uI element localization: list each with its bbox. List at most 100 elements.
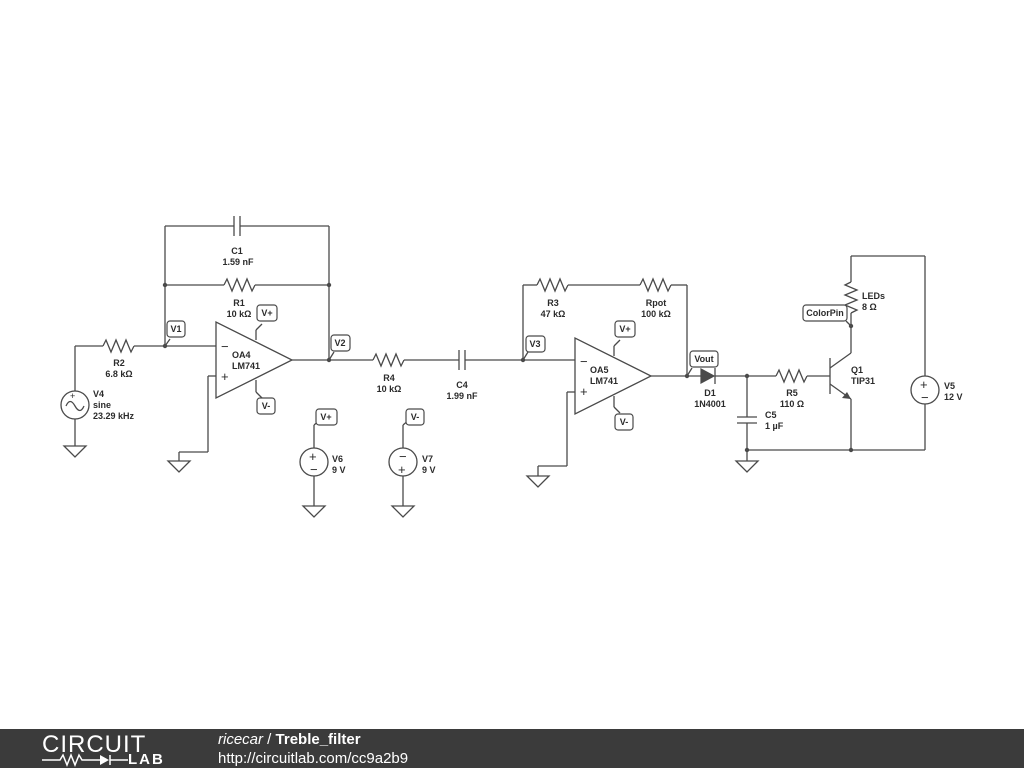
v7-value: 9 V — [422, 465, 436, 475]
net-tag-v-minus: V- — [256, 397, 276, 415]
svg-text:Vout: Vout — [694, 354, 713, 364]
net-tag-v-minus: V- — [411, 412, 420, 422]
v7-name: V7 — [422, 454, 433, 464]
v6-dc-source: V+ + − V6 9 V — [299, 408, 346, 506]
oa5-plus-sign: + — [580, 384, 588, 399]
r3-name: R3 — [547, 298, 559, 308]
svg-text:+: + — [70, 391, 75, 401]
leds-resistor: LEDs 8 Ω — [843, 256, 885, 338]
c5-capacitor: C5 1 µF — [737, 376, 784, 461]
leds-value: 8 Ω — [862, 302, 877, 312]
net-tag-v-plus: V+ — [256, 304, 278, 322]
c4-capacitor: C4 1.99 nF — [446, 350, 575, 401]
logo-resistor-diode-icon — [42, 753, 128, 767]
project-url[interactable]: http://circuitlab.com/cc9a2b9 — [218, 750, 409, 767]
r3-value: 47 kΩ — [541, 309, 566, 319]
svg-text:V3: V3 — [529, 339, 540, 349]
r3-resistor: R3 47 kΩ — [523, 277, 640, 319]
v4-type: sine — [93, 400, 111, 410]
ground-symbol — [734, 460, 760, 473]
svg-text:V-: V- — [620, 417, 629, 427]
q1-part: TIP31 — [851, 376, 875, 386]
net-tag-v2: V2 — [328, 334, 351, 361]
v7-dc-source: V- − + V7 9 V — [388, 408, 436, 506]
project-name[interactable]: Treble_filter — [275, 731, 361, 748]
svg-text:V-: V- — [262, 401, 271, 411]
logo-text-circuit: CIRCUIT — [42, 731, 147, 758]
net-tag-v-minus: V- — [614, 413, 634, 431]
q1-transistor: Q1 TIP31 — [829, 338, 875, 450]
d1-part: 1N4001 — [694, 399, 726, 409]
svg-text:V2: V2 — [334, 338, 345, 348]
v6-value: 9 V — [332, 465, 346, 475]
r1-resistor: R1 10 kΩ — [165, 277, 329, 319]
oa5-minus-sign: − — [580, 354, 588, 369]
r2-name: R2 — [113, 358, 125, 368]
oa4-minus-sign: − — [221, 339, 229, 354]
c5-value: 1 µF — [765, 421, 784, 431]
svg-text:−: − — [399, 449, 407, 464]
r4-name: R4 — [383, 373, 395, 383]
v4-sine-source: + V4 sine 23.29 kHz — [60, 346, 135, 446]
r5-name: R5 — [786, 388, 798, 398]
r5-value: 110 Ω — [780, 399, 804, 409]
author-link[interactable]: ricecar — [218, 731, 264, 748]
r2-resistor: R2 6.8 kΩ — [75, 338, 216, 379]
rpot-resistor: Rpot 100 kΩ — [639, 277, 688, 376]
title-separator: / — [263, 731, 276, 748]
svg-text:−: − — [310, 462, 318, 477]
svg-text:−: − — [921, 390, 929, 405]
c1-value: 1.59 nF — [222, 257, 254, 267]
oa4-opamp: − + OA4 LM741 — [178, 320, 373, 461]
r4-resistor: R4 10 kΩ — [372, 352, 459, 394]
net-tag-v-plus: V+ — [614, 320, 636, 338]
net-tag-v-plus: V+ — [320, 412, 331, 422]
svg-text:V+: V+ — [619, 324, 630, 334]
oa5-name: OA5 — [590, 365, 609, 375]
c1-name: C1 — [231, 246, 243, 256]
ground-symbol — [301, 505, 327, 518]
rpot-value: 100 kΩ — [641, 309, 671, 319]
logo-text-lab: LAB — [128, 751, 165, 768]
circuitlab-logo[interactable]: CIRCUIT LAB — [40, 731, 180, 768]
v5-dc-source: + − V5 12 V — [747, 255, 963, 451]
svg-text:+: + — [309, 449, 317, 464]
ground-symbol — [166, 460, 192, 473]
r1-value: 10 kΩ — [227, 309, 252, 319]
ground-symbol — [525, 475, 551, 488]
d1-name: D1 — [704, 388, 716, 398]
oa4-plus-sign: + — [221, 369, 229, 384]
leds-name: LEDs — [862, 291, 885, 301]
oa5-part: LM741 — [590, 376, 618, 386]
ground-symbol — [390, 505, 416, 518]
svg-text:V+: V+ — [261, 308, 272, 318]
oa4-name: OA4 — [232, 350, 251, 360]
c4-value: 1.99 nF — [446, 391, 478, 401]
circuit-schematic: C1 1.59 nF R1 10 kΩ R2 6.8 kΩ + V4 sine … — [60, 216, 963, 518]
c1-capacitor: C1 1.59 nF — [165, 216, 329, 267]
rpot-name: Rpot — [646, 298, 667, 308]
svg-text:V1: V1 — [170, 324, 181, 334]
v4-name: V4 — [93, 389, 104, 399]
d1-diode: D1 1N4001 — [694, 367, 776, 409]
q1-name: Q1 — [851, 365, 863, 375]
net-tag-v3: V3 — [522, 335, 546, 361]
footer-bar: CIRCUIT LAB ricecar / Treble_filter http… — [0, 729, 1024, 768]
c5-name: C5 — [765, 410, 777, 420]
ground-symbol — [62, 445, 88, 458]
svg-text:+: + — [920, 377, 928, 392]
oa5-opamp: − + OA5 LM741 — [537, 336, 701, 476]
r1-name: R1 — [233, 298, 245, 308]
v4-value: 23.29 kHz — [93, 411, 135, 421]
v5-value: 12 V — [944, 392, 963, 402]
net-tag-v1: V1 — [164, 320, 186, 347]
c4-name: C4 — [456, 380, 468, 390]
net-tag-colorpin: ColorPin — [802, 304, 852, 327]
r2-value: 6.8 kΩ — [105, 369, 132, 379]
v6-name: V6 — [332, 454, 343, 464]
svg-text:ColorPin: ColorPin — [806, 308, 844, 318]
r4-value: 10 kΩ — [377, 384, 402, 394]
v5-name: V5 — [944, 381, 955, 391]
project-title: ricecar / Treble_filter — [218, 731, 361, 748]
oa4-part: LM741 — [232, 361, 260, 371]
